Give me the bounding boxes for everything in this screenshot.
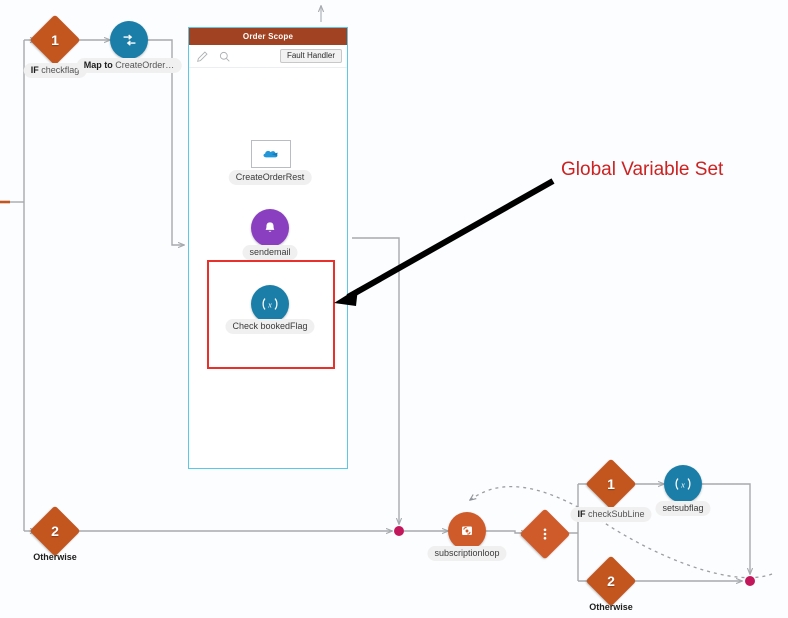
- node-map-to-createorder[interactable]: [110, 21, 148, 59]
- circle-shape: x: [664, 465, 702, 503]
- fault-handler-button[interactable]: Fault Handler: [279, 48, 342, 64]
- label-map-to-createorder: Map to CreateOrder…: [76, 58, 182, 73]
- bell-icon: [265, 222, 275, 232]
- transform-icon: [123, 33, 135, 46]
- label-prefix: Map to: [83, 60, 113, 70]
- node-choice-router[interactable]: [519, 508, 571, 560]
- node-subscriptionloop[interactable]: [448, 512, 486, 550]
- label-if-checkflag: IF checkflag: [23, 63, 87, 78]
- node-sendemail[interactable]: [251, 209, 289, 247]
- node-createorderrest[interactable]: [251, 140, 291, 168]
- label-prefix: IF: [30, 65, 39, 75]
- variable-icon: x: [675, 478, 691, 490]
- label-if-checksubline: IF checkSubLine: [570, 507, 652, 522]
- svg-text:x: x: [680, 480, 685, 489]
- order-scope-container[interactable]: Order Scope Fault Handler: [188, 27, 348, 469]
- foreach-loop-icon: [462, 526, 472, 536]
- label-text: checkSubLine: [587, 509, 645, 519]
- diamond-number: 1: [51, 32, 59, 48]
- diamond-number: 1: [607, 476, 615, 492]
- label-check-bookedflag: Check bookedFlag: [225, 319, 315, 334]
- choice-icon: [527, 516, 563, 552]
- circle-shape: x: [251, 285, 289, 323]
- label-text: CreateOrder…: [115, 60, 175, 70]
- circle-shape: [251, 209, 289, 247]
- node-if-checksubline[interactable]: 1: [585, 458, 637, 510]
- node-check-bookedflag[interactable]: x: [251, 285, 289, 323]
- svg-text:x: x: [267, 300, 272, 309]
- diamond-number: 2: [607, 573, 615, 589]
- label-createorderrest: CreateOrderRest: [228, 170, 312, 185]
- node-setsubflag[interactable]: x: [664, 465, 702, 503]
- cloud-connector-icon: [263, 150, 278, 158]
- label-setsubflag: setsubflag: [655, 501, 711, 516]
- highlight-annotation-box: [207, 260, 335, 369]
- circle-shape: [448, 512, 486, 550]
- label-otherwise-right: Otherwise: [589, 602, 633, 612]
- node-otherwise-right[interactable]: 2: [585, 555, 637, 607]
- diamond-number: 2: [51, 523, 59, 539]
- label-otherwise-left: Otherwise: [33, 552, 77, 562]
- annotation-label: Global Variable Set: [561, 159, 724, 180]
- label-prefix: IF: [577, 509, 586, 519]
- zoom-refresh-icon[interactable]: [216, 48, 232, 64]
- label-subscriptionloop: subscriptionloop: [427, 546, 507, 561]
- node-otherwise-left[interactable]: 2: [29, 505, 81, 557]
- scope-toolbar: Fault Handler: [189, 45, 347, 68]
- variable-icon: x: [262, 298, 278, 310]
- merge-point-end: [745, 576, 755, 586]
- circle-shape: [110, 21, 148, 59]
- merge-point: [394, 526, 404, 536]
- scope-title: Order Scope: [189, 28, 347, 45]
- label-sendemail: sendemail: [242, 245, 298, 260]
- node-if-checkflag[interactable]: 1: [29, 14, 81, 66]
- edit-pencil-icon[interactable]: [194, 48, 210, 64]
- label-text: checkflag: [41, 65, 80, 75]
